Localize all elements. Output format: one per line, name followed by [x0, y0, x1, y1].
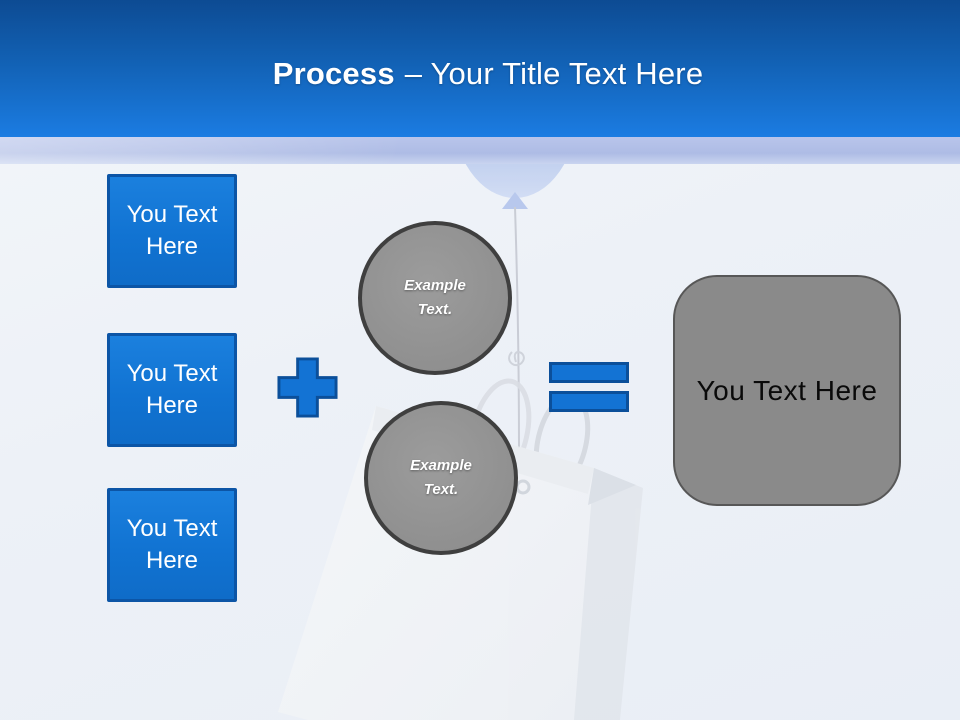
slide-header: Process – Your Title Text Here: [0, 0, 960, 137]
example-circle-1: Example Text.: [358, 221, 512, 375]
plus-icon: [276, 356, 339, 419]
slide-title-subtitle: – Your Title Text Here: [404, 56, 704, 91]
equals-bottom-bar: [549, 391, 629, 412]
input-box-3-label: You Text Here: [126, 515, 218, 574]
equals-top-bar: [549, 362, 629, 383]
input-box-1: You Text Here: [107, 174, 237, 288]
input-box-3: You Text Here: [107, 488, 237, 602]
slide-title-keyword: Process: [272, 56, 395, 91]
example-circle-2-label: Example Text.: [410, 457, 472, 498]
input-box-1-label: You Text Here: [126, 201, 218, 260]
result-box: You Text Here: [673, 275, 901, 506]
example-circle-1-label: Example Text.: [404, 277, 466, 318]
input-box-2-label: You Text Here: [126, 360, 218, 419]
band-sheen: [0, 137, 960, 164]
slide-title: Process – Your Title Text Here: [0, 56, 960, 92]
result-box-label: You Text Here: [696, 374, 878, 406]
example-circle-2: Example Text.: [364, 401, 518, 555]
input-box-2: You Text Here: [107, 333, 237, 447]
equals-icon: [549, 362, 629, 412]
header-accent-band: [0, 137, 960, 164]
